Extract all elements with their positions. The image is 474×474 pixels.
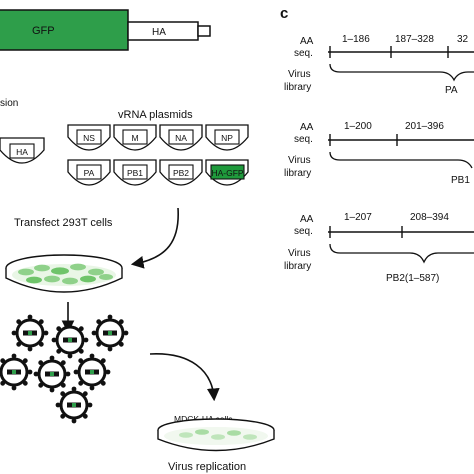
aa-label-line1: AA	[300, 122, 314, 133]
virus-label-line1: Virus	[288, 69, 311, 80]
plasmid-label: HA-GFP	[211, 168, 243, 178]
segment-label: 1–200	[344, 121, 372, 132]
library-name: PA	[445, 85, 458, 96]
aa-label-line2: seq.	[294, 226, 313, 237]
ha-label: HA	[152, 27, 166, 38]
replication-label: Virus replication	[168, 461, 246, 473]
aa-label-line1: AA	[300, 36, 314, 47]
expression-partial-label: sion	[0, 98, 18, 109]
pb2-row: AA seq. 1–207 208–394 Virus library PB2(…	[284, 212, 474, 284]
arrow-to-transfection	[130, 207, 179, 269]
plasmid-label: M	[131, 133, 138, 143]
arrow-to-mdck	[149, 353, 220, 402]
plasmid-na: NA	[159, 124, 203, 151]
gfp-segment	[0, 9, 129, 51]
petri-dish-mdck	[157, 418, 275, 452]
plasmid-pa: PA	[67, 159, 111, 186]
panel-c-label: c	[280, 5, 288, 22]
transfect-label: Transfect 293T cells	[14, 217, 113, 229]
gfp-label: GFP	[32, 25, 55, 37]
plasmid-pb2: PB2	[159, 159, 203, 186]
plasmid-label: NP	[221, 133, 233, 143]
virus-label-line1: Virus	[288, 155, 311, 166]
library-label-line2: library	[284, 168, 311, 179]
plasmid-pb1: PB1	[113, 159, 157, 186]
library-name: PB1	[451, 175, 470, 186]
segment-label: 187–328	[395, 34, 434, 45]
segment-label: 208–394	[410, 212, 449, 223]
expression-plasmid-ha: HA	[0, 137, 45, 164]
segment-label: 201–396	[405, 121, 444, 132]
segment-label: 1–186	[342, 34, 370, 45]
petri-dish-293t	[5, 254, 123, 293]
aa-label-line2: seq.	[294, 48, 313, 59]
segment-label: 1–207	[344, 212, 372, 223]
segment-label: 32	[457, 34, 469, 45]
virion-cluster	[0, 313, 130, 425]
plasmid-label: PB2	[173, 168, 189, 178]
construct-end-cap	[197, 25, 211, 37]
virus-label-line1: Virus	[288, 248, 311, 259]
library-label-line2: library	[284, 82, 311, 93]
plasmid-label: NA	[175, 133, 187, 143]
plasmid-m: M	[113, 124, 157, 151]
plasmid-label: PB1	[127, 168, 143, 178]
plasmid-label: PA	[84, 168, 95, 178]
plasmid-ns: NS	[67, 124, 111, 151]
expression-ha-label: HA	[16, 147, 28, 157]
plasmid-np: NP	[205, 124, 249, 151]
aa-label-line2: seq.	[294, 134, 313, 145]
library-label-line2: library	[284, 261, 311, 272]
pa-row: AA seq. 1–186 187–328 32 Virus library P…	[284, 34, 474, 96]
pb1-row: AA seq. 1–200 201–396 Virus library PB1	[284, 121, 474, 186]
ha-gfp-construct: GFP HA	[0, 9, 211, 51]
plasmid-label: NS	[83, 133, 95, 143]
green-cells	[18, 263, 113, 285]
plasmid-ha-gfp: HA-GFP	[205, 159, 249, 186]
library-name: PB2(1–587)	[386, 273, 439, 284]
vrna-title: vRNA plasmids	[118, 109, 193, 121]
aa-label-line1: AA	[300, 214, 314, 225]
